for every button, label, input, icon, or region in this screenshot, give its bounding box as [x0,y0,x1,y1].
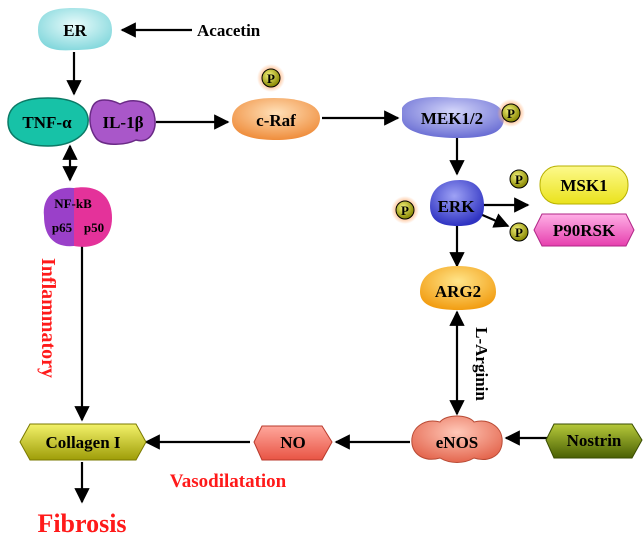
acacetin-label: Acacetin [197,21,261,40]
mek-label: MEK1/2 [421,109,483,128]
l-arginin-label: L-Arginin [472,327,491,401]
phospho-icon: P [507,106,515,121]
il1b-label: IL-1β [102,113,143,132]
p90rsk-node: P90RSK [533,213,635,247]
nfkb-node: NF-kB p65 p50 [43,187,112,247]
phospho-icon: P [401,203,409,218]
nfkb-label: NF-kB [54,196,92,211]
p50-label: p50 [84,220,104,235]
p90rsk-label: P90RSK [553,221,616,240]
craf-label: c-Raf [256,111,296,130]
p90rsk-phospho: P [509,222,529,242]
craf-node: c-Raf [232,98,320,140]
er-label: ER [63,21,87,40]
arg2-label: ARG2 [435,282,481,301]
vasodilatation-label: Vasodilatation [170,471,287,492]
erk-label: ERK [438,197,476,216]
craf-phospho: P [257,64,285,92]
phospho-icon: P [515,172,523,187]
enos-node: eNOS [411,415,503,463]
fibrosis-label: Fibrosis [37,509,126,538]
enos-label: eNOS [436,433,479,452]
no-node: NO [253,425,333,461]
inflammatory-label: Inflammatory [37,258,59,378]
phospho-icon: P [515,225,523,240]
arrows [62,22,548,504]
mek-phospho: P [497,99,525,127]
il1b-node: IL-1β [89,99,156,145]
mek-node: MEK1/2 [402,97,504,138]
erk-node: ERK [430,180,484,226]
collagen-label: Collagen I [45,433,120,452]
collagen-node: Collagen I [19,423,147,461]
msk1-label: MSK1 [560,176,607,195]
no-label: NO [280,433,306,452]
er-node: ER [38,8,112,51]
phospho-icon: P [267,71,275,86]
tnf-alpha-label: TNF-α [22,113,72,132]
erk-phospho: P [391,196,419,224]
p65-label: p65 [52,220,73,235]
msk1-node: MSK1 [539,165,629,205]
nostrin-label: Nostrin [567,431,622,450]
tnf-alpha-node: TNF-α [7,97,89,147]
msk1-phospho: P [509,169,529,189]
arrow-erk-to-p90rsk [479,212,510,228]
arg2-node: ARG2 [420,266,496,310]
nostrin-node: Nostrin [545,423,643,459]
